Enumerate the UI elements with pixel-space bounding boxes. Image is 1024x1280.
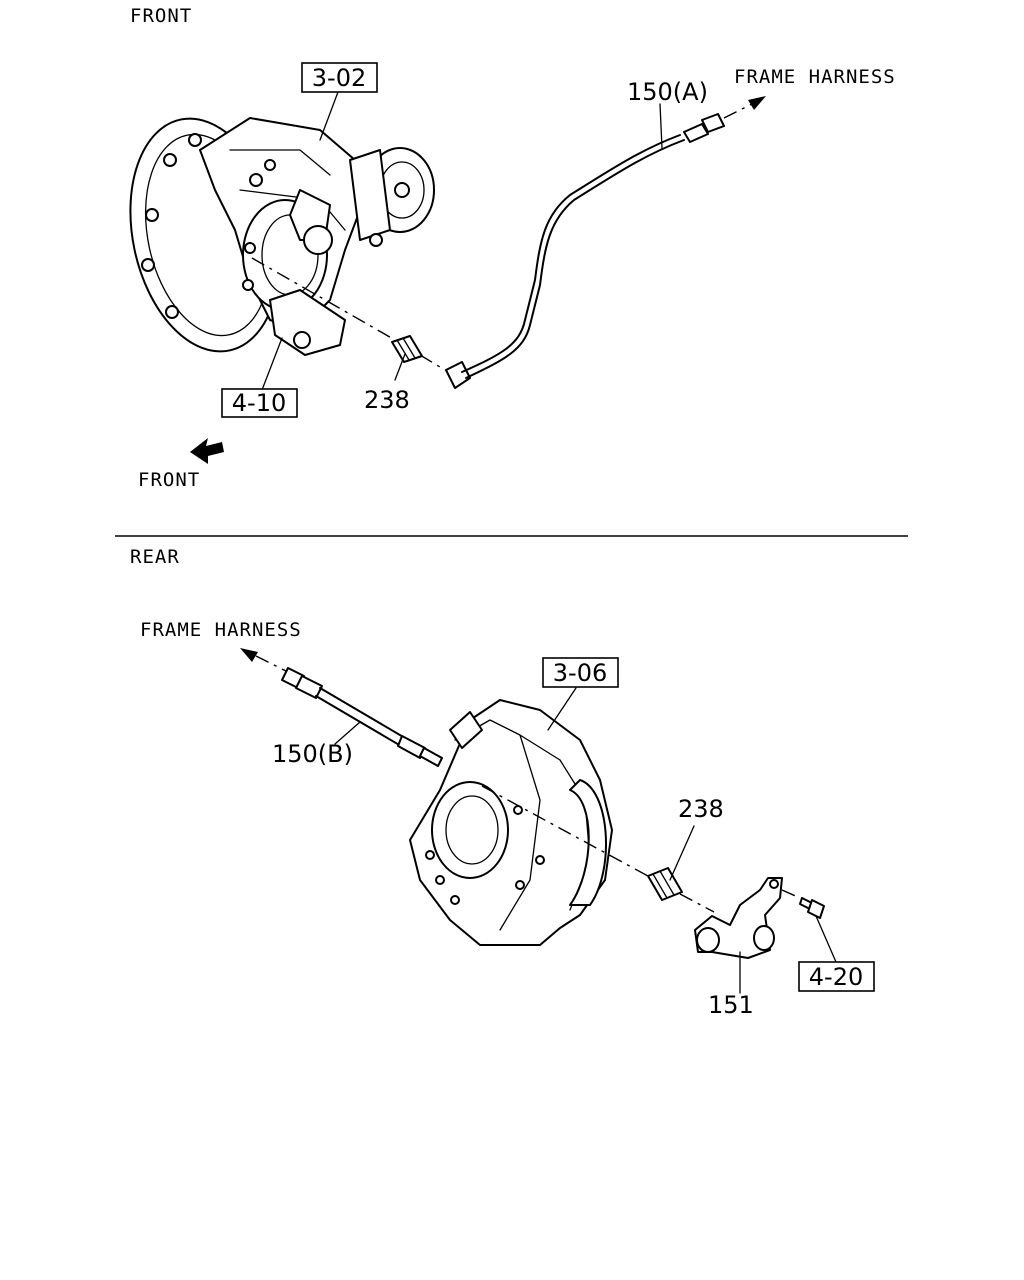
- svg-text:4-10: 4-10: [232, 389, 286, 417]
- rear-sleeve-238: [647, 867, 683, 901]
- front-sleeve-238: [391, 335, 423, 363]
- front-section-heading: FRONT: [130, 5, 192, 27]
- rear-harness-arrow-icon: [240, 648, 258, 662]
- rear-sleeve-label: 238: [678, 795, 724, 823]
- rear-section-heading: REAR: [130, 546, 180, 568]
- rear-sensor-axis: [481, 785, 649, 877]
- rear-knuckle-assembly: [409, 699, 613, 946]
- rear-bracket-label: 151: [708, 991, 754, 1019]
- svg-text:3-02: 3-02: [312, 64, 366, 92]
- front-sensor-axis: [251, 257, 396, 341]
- rear-harness-label: FRAME HARNESS: [140, 619, 302, 641]
- front-direction-arrow-icon: [190, 438, 224, 464]
- front-hub-assembly: [129, 117, 435, 356]
- front-direction-label: FRONT: [138, 469, 200, 491]
- front-ref-box-upper: 3-02: [301, 62, 378, 93]
- rear-bracket-151: [694, 877, 783, 959]
- rear-sensor-cable: [281, 667, 443, 767]
- front-cable-label: 150(A): [627, 78, 708, 106]
- svg-text:3-06: 3-06: [553, 659, 607, 687]
- front-ref-box-lower: 4-10: [221, 388, 298, 418]
- front-harness-arrow-icon: [748, 96, 766, 110]
- rear-ref-box-upper: 3-06: [542, 657, 619, 688]
- front-sleeve-label: 238: [364, 386, 410, 414]
- rear-cable-label: 150(B): [272, 740, 353, 768]
- front-sensor-cable: [445, 113, 725, 389]
- rear-bolt: [781, 889, 825, 919]
- rear-ref-box-bolt: 4-20: [798, 961, 875, 992]
- svg-text:4-20: 4-20: [809, 963, 863, 991]
- front-harness-label: FRAME HARNESS: [734, 66, 896, 88]
